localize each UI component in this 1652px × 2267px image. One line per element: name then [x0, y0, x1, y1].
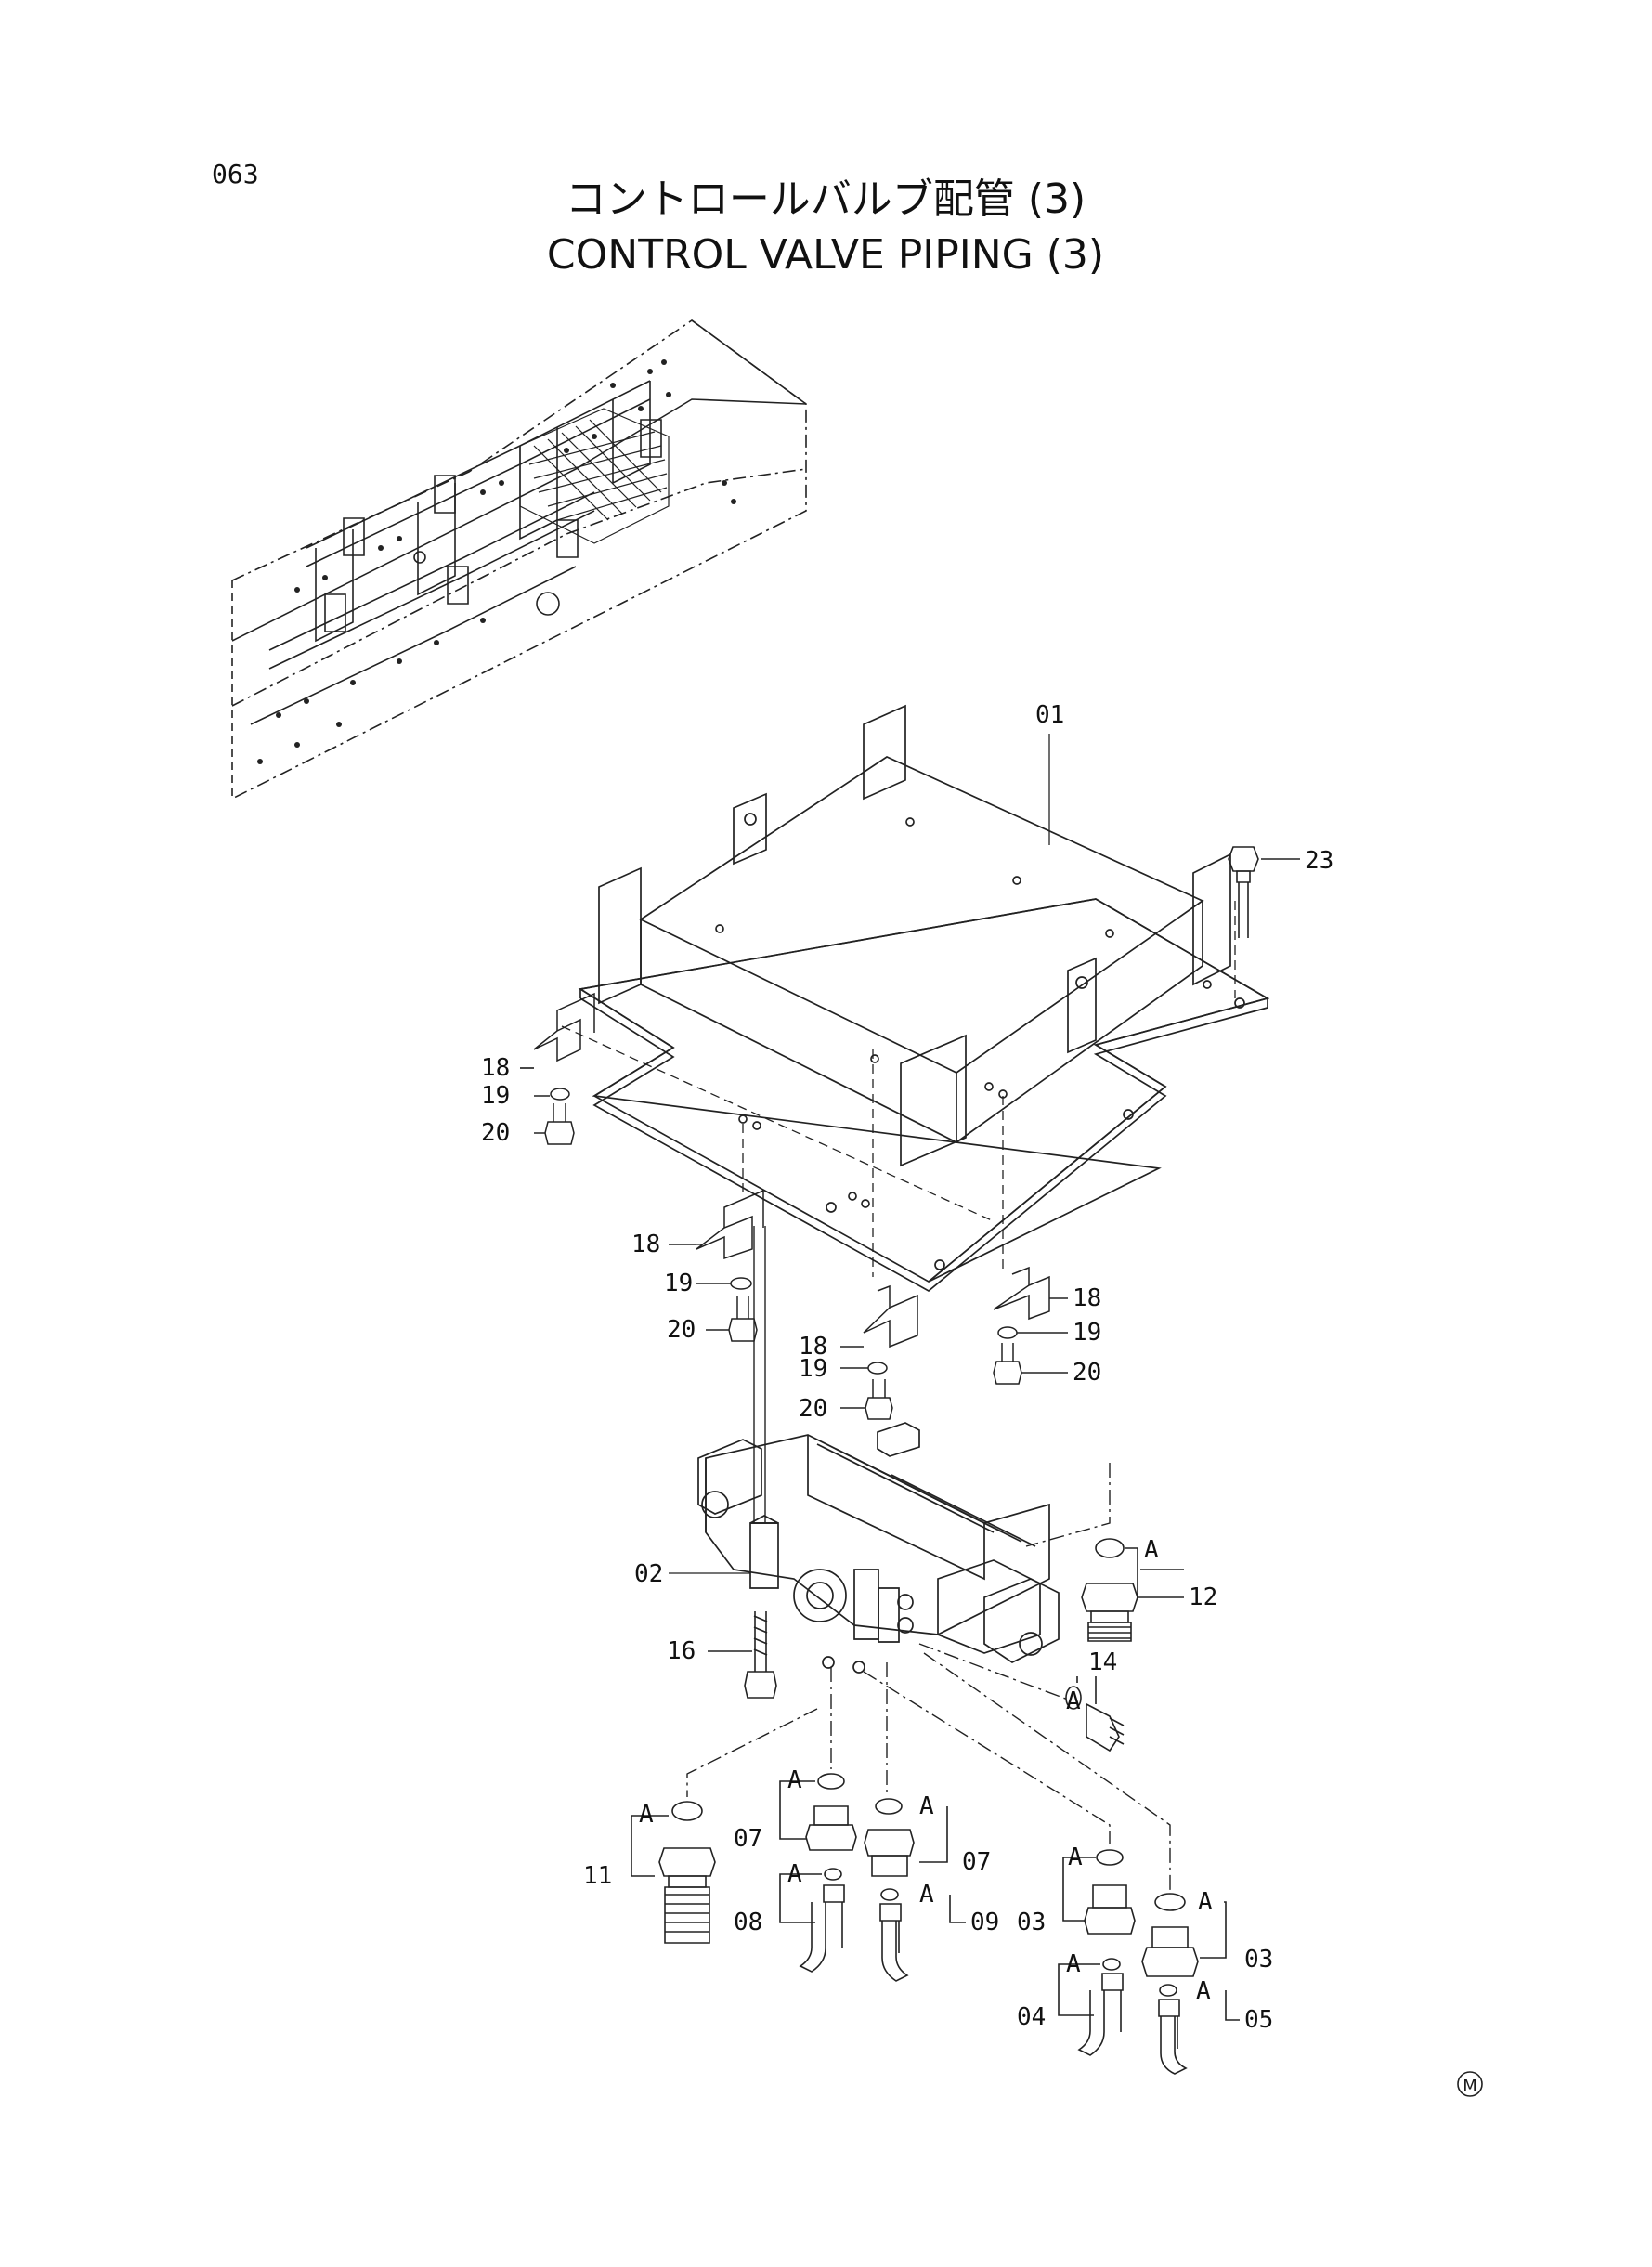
bracket-set-center-left — [669, 1191, 763, 1341]
fitting-11 — [631, 1802, 715, 1943]
circled-mark: M — [1458, 2072, 1482, 2096]
callout-12: 12 — [1189, 1583, 1217, 1611]
highlighted-control-valve — [520, 409, 669, 543]
callout-02: 02 — [634, 1560, 663, 1588]
seal-label-12: A — [1144, 1536, 1159, 1564]
bolt-16 — [708, 1611, 776, 1698]
seal-label-04: A — [1066, 1950, 1081, 1978]
frame-locator-illustration — [232, 320, 806, 799]
mark-letter: M — [1463, 2077, 1477, 2096]
callout-19-a: 19 — [481, 1082, 510, 1110]
callout-19-c: 19 — [799, 1355, 827, 1383]
callout-16: 16 — [667, 1637, 696, 1665]
callout-09: 09 — [970, 1909, 999, 1936]
title-japanese: コントロールバルブ配管 (3) — [566, 176, 1086, 223]
mounting-plate-assembly — [580, 706, 1268, 1291]
callout-14: 14 — [1088, 1648, 1117, 1676]
callout-leaders — [520, 1068, 750, 1573]
callout-19-d: 19 — [1073, 1319, 1101, 1347]
fitting-05 — [1159, 1985, 1240, 2074]
seal-label-09: A — [919, 1881, 934, 1909]
bolt-23 — [1229, 847, 1300, 938]
vertical-bolt-guide — [754, 1226, 765, 1523]
callout-18-d: 18 — [1073, 1284, 1101, 1312]
plate-leaders — [562, 734, 1235, 1277]
callout-18-a: 18 — [481, 1054, 510, 1082]
piping-leaders — [687, 1463, 1170, 1895]
callout-07-b: 07 — [962, 1848, 991, 1876]
seal-label-14: A — [1066, 1687, 1081, 1715]
fitting-12 — [1082, 1539, 1184, 1641]
callout-03-a: 03 — [1017, 1909, 1046, 1936]
callout-18-b: 18 — [631, 1231, 660, 1258]
callout-04: 04 — [1017, 2003, 1046, 2031]
control-valve-02 — [698, 1423, 1059, 1673]
seal-label-03-a: A — [1068, 1844, 1083, 1871]
callout-23: 23 — [1305, 847, 1333, 875]
callout-08: 08 — [734, 1909, 762, 1936]
callout-20-b: 20 — [667, 1316, 696, 1344]
callout-18-c: 18 — [799, 1333, 827, 1361]
callout-11: 11 — [583, 1862, 612, 1890]
bracket-set-right — [994, 1268, 1068, 1384]
fitting-04 — [1059, 1959, 1123, 2055]
callout-03-b: 03 — [1244, 1946, 1273, 1974]
callout-20-d: 20 — [1073, 1359, 1101, 1387]
callout-01: 01 — [1035, 701, 1064, 729]
fitting-07-left — [780, 1774, 856, 1850]
callout-05: 05 — [1244, 2006, 1273, 2034]
callout-20-a: 20 — [481, 1119, 510, 1147]
fitting-14 — [1066, 1676, 1124, 1751]
page-number: 063 — [212, 159, 259, 189]
fitting-08 — [780, 1869, 844, 1972]
seal-label-07-a: A — [787, 1766, 802, 1794]
seal-labels: A A A A A A A A A A A — [639, 1536, 1213, 2005]
callout-20-c: 20 — [799, 1395, 827, 1423]
callout-07-a: 07 — [734, 1825, 762, 1853]
seal-label-05: A — [1196, 1977, 1211, 2005]
seal-label-11: A — [639, 1801, 654, 1829]
bracket-set-center — [840, 1286, 917, 1419]
fitting-07-right — [865, 1799, 947, 1876]
fitting-03-right — [1142, 1894, 1226, 1976]
header: 063 コントロールバルブ配管 (3) CONTROL VALVE PIPING… — [212, 159, 1104, 279]
callout-labels: 01 23 18 19 20 18 19 20 18 19 20 18 19 2… — [481, 701, 1333, 2034]
bracket-set-left — [520, 994, 594, 1144]
fitting-03-left — [1063, 1850, 1135, 1934]
seal-label-07-b: A — [919, 1792, 934, 1820]
callout-19-b: 19 — [664, 1270, 693, 1297]
title-english: CONTROL VALVE PIPING (3) — [547, 231, 1104, 279]
seal-label-03-b: A — [1198, 1888, 1213, 1916]
fitting-09 — [880, 1889, 966, 1981]
seal-label-08: A — [787, 1860, 802, 1888]
